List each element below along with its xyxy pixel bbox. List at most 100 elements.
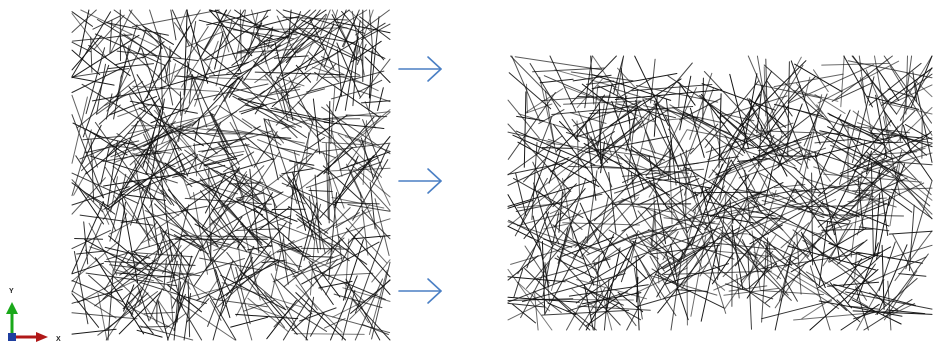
fiber-segment (359, 191, 369, 256)
fiber-segment (113, 9, 182, 59)
fiber-segment (583, 287, 641, 321)
fiber-segment (270, 9, 327, 48)
fiber-segment (144, 210, 226, 252)
fiber-segment (204, 125, 261, 161)
fiber-segment (71, 9, 97, 33)
fiber-segment (774, 184, 806, 189)
fiber-segment (360, 100, 391, 104)
fiber-segment (507, 194, 542, 251)
fiber-segment (214, 32, 224, 70)
fiber-segment (617, 67, 636, 88)
fiber-segment (631, 267, 688, 296)
fiber-segment (713, 201, 732, 234)
fiber-segment (344, 20, 361, 111)
fiber-segment (354, 235, 384, 314)
fiber-segment (287, 206, 329, 234)
fiber-segment (528, 236, 598, 271)
fiber-segment (801, 293, 841, 320)
fiber-segment (882, 128, 933, 148)
fiber-segment (84, 249, 142, 304)
fiber-segment (163, 111, 180, 152)
fiber-segment (800, 231, 826, 289)
fiber-segment (88, 45, 131, 77)
fiber-segment (878, 241, 896, 292)
fiber-segment (164, 49, 172, 83)
fiber-segment (314, 263, 341, 298)
fiber-segment (700, 244, 719, 322)
fiber-segment (657, 175, 699, 182)
fiber-segment (243, 144, 332, 175)
fiber-segment (821, 202, 860, 218)
fiber-segment (331, 141, 379, 179)
fiber-segment (548, 168, 572, 192)
fiber-segment (763, 66, 767, 117)
fiber-segment (593, 260, 613, 331)
fiber-segment (293, 333, 365, 335)
fiber-segment (611, 199, 665, 272)
fiber-segment (843, 55, 873, 108)
fiber-segment (585, 302, 620, 327)
fiber-segment (569, 112, 607, 124)
fiber-segment (134, 160, 150, 247)
fiber-segment (649, 255, 671, 294)
fiber-segment (649, 237, 681, 263)
fiber-segment (589, 258, 630, 283)
fiber-segment (523, 91, 527, 168)
fiber-segment (160, 26, 209, 100)
fiber-segment (105, 287, 142, 341)
fiber-segment (621, 187, 713, 232)
fiber-segment (805, 271, 869, 308)
fiber-segment (707, 129, 773, 161)
fiber-segment (597, 195, 610, 244)
fiber-segment (904, 124, 933, 140)
fiber-segment (829, 151, 913, 213)
fiber-segment (564, 239, 601, 250)
fiber-segment (342, 239, 364, 301)
fiber-segment (359, 16, 391, 40)
fiber-segment (279, 174, 334, 223)
fiber-segment (710, 107, 724, 162)
fiber-segment (299, 27, 363, 61)
x-axis-arrowhead (36, 332, 48, 342)
fiber-segment (648, 162, 700, 170)
fiber-segment (308, 189, 333, 192)
fiber-segment (369, 9, 374, 55)
fiber-segment (543, 238, 573, 248)
fiber-segment (866, 151, 931, 207)
fiber-segment (263, 118, 284, 144)
fiber-segment (699, 197, 748, 277)
fiber-segment (160, 61, 249, 89)
fiber-segment (88, 274, 134, 315)
fiber-segment (107, 269, 114, 341)
fiber-segment (507, 276, 566, 283)
fiber-segment (811, 172, 814, 266)
fiber-segment (873, 151, 933, 201)
fiber-segment (183, 293, 192, 341)
fiber-segment (735, 120, 796, 167)
fiber-segment (881, 102, 933, 115)
fiber-segment (875, 278, 918, 315)
fiber-segment (518, 113, 573, 131)
fiber-segment (253, 131, 278, 168)
fiber-segment (71, 114, 105, 199)
fiber-segment (212, 298, 268, 308)
fiber-segment (890, 66, 933, 136)
fiber-segment (353, 170, 391, 212)
fiber-segment (296, 216, 319, 229)
fiber-segment (532, 215, 550, 288)
fiber-segment (368, 50, 373, 99)
fiber-segment (279, 119, 307, 138)
fiber-segment (728, 285, 768, 292)
fiber-segment (668, 128, 684, 152)
fiber-segment (591, 200, 657, 263)
fiber-segment (357, 90, 391, 103)
fiber-segment (751, 189, 796, 200)
fiber-segment (328, 22, 386, 58)
fiber-segment (159, 33, 164, 115)
fiber-segment (337, 235, 391, 295)
fiber-segment (201, 78, 236, 90)
fiber-segment (120, 193, 166, 201)
fiber-segment (218, 142, 267, 210)
fiber-segment (272, 9, 321, 72)
fiber-segment (362, 120, 367, 185)
